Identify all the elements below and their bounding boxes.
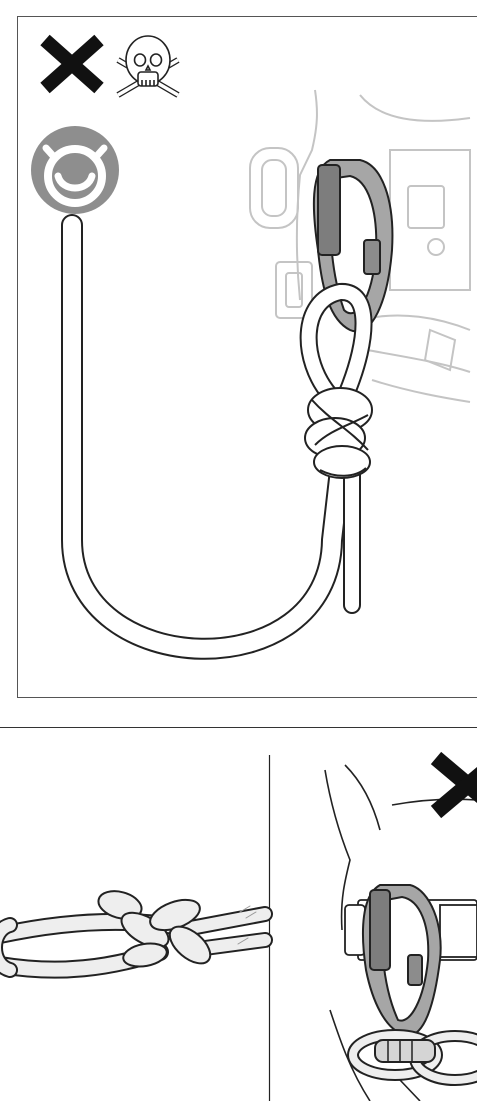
x-mark-icon: [436, 758, 477, 812]
gray-face-badge-icon: [31, 126, 119, 214]
connector-rings: [353, 1035, 477, 1080]
x-mark-icon: [45, 40, 99, 88]
figure-eight-knot: [305, 388, 372, 478]
bottom-right-panel: [325, 758, 477, 1101]
knot-detail: [0, 887, 265, 971]
carabiner-lower: [363, 885, 441, 1035]
skull-crossbones-icon: [118, 36, 178, 95]
top-panel: [18, 17, 477, 698]
bottom-left-panel: [0, 887, 265, 971]
